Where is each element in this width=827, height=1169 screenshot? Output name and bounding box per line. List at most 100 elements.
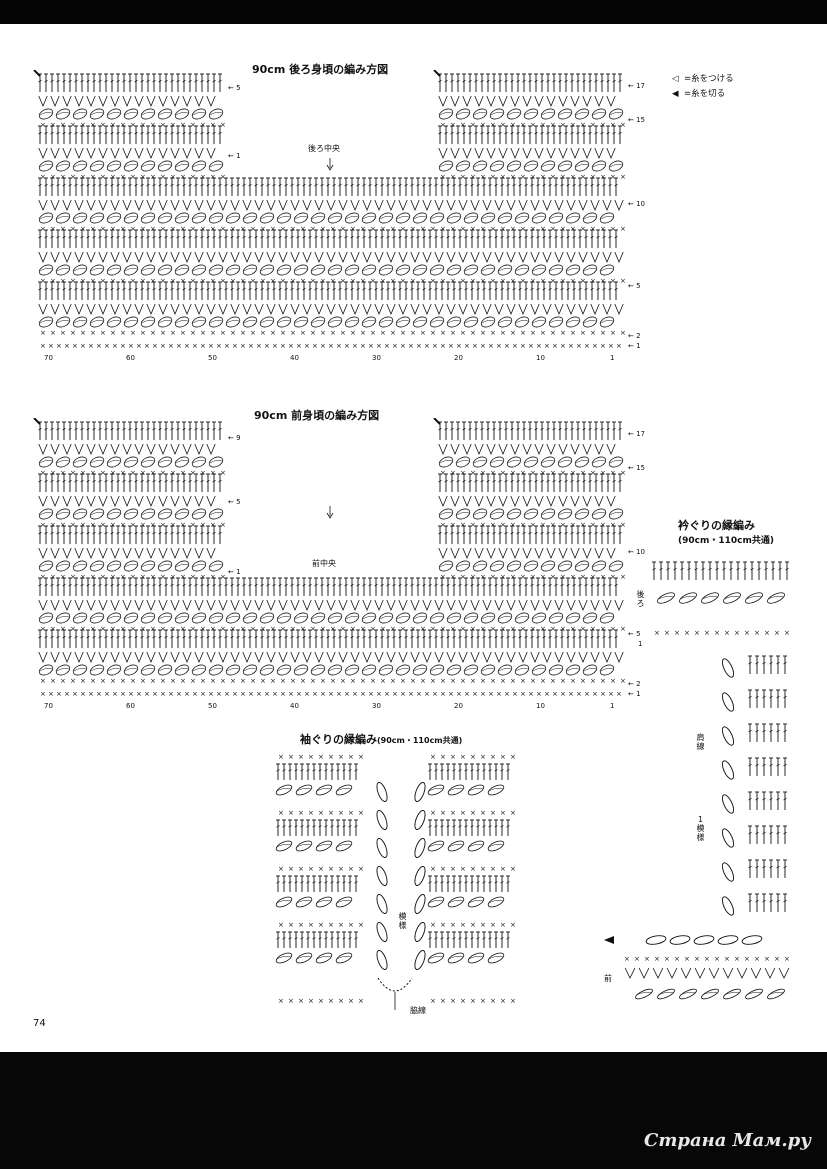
svg-text:×: × xyxy=(360,277,366,285)
svg-text:×: × xyxy=(318,753,324,761)
svg-text:×: × xyxy=(520,173,526,181)
svg-text:×: × xyxy=(210,329,216,337)
svg-text:×: × xyxy=(500,809,506,817)
svg-text:×: × xyxy=(430,921,436,929)
svg-text:×: × xyxy=(370,225,376,233)
svg-text:×: × xyxy=(724,955,730,963)
svg-text:×: × xyxy=(170,329,176,337)
svg-text:×: × xyxy=(280,625,286,633)
stitch-count-label: 30 xyxy=(372,702,381,710)
svg-text:×: × xyxy=(480,121,486,129)
svg-text:×: × xyxy=(40,573,46,581)
svg-text:×: × xyxy=(230,277,236,285)
svg-text:×: × xyxy=(110,121,116,129)
svg-text:×: × xyxy=(110,225,116,233)
svg-text:×: × xyxy=(370,677,376,685)
svg-text:×: × xyxy=(590,329,596,337)
svg-text:×: × xyxy=(350,225,356,233)
svg-text:×: × xyxy=(600,677,606,685)
svg-text:×: × xyxy=(580,677,586,685)
svg-text:×: × xyxy=(500,865,506,873)
svg-text:×: × xyxy=(430,997,436,1005)
svg-text:×: × xyxy=(220,173,226,181)
svg-text:×: × xyxy=(360,225,366,233)
svg-text:×: × xyxy=(348,997,354,1005)
svg-text:×: × xyxy=(580,469,586,477)
row-number-label: ← 2 xyxy=(628,680,641,688)
svg-text:×: × xyxy=(510,865,516,873)
svg-text:×: × xyxy=(470,521,476,529)
svg-text:×: × xyxy=(470,625,476,633)
svg-text:×: × xyxy=(60,625,66,633)
svg-text:×: × xyxy=(168,690,174,698)
svg-text:×: × xyxy=(328,921,334,929)
svg-text:×: × xyxy=(300,277,306,285)
svg-text:×: × xyxy=(338,921,344,929)
svg-text:×: × xyxy=(500,921,506,929)
svg-text:×: × xyxy=(480,625,486,633)
svg-text:×: × xyxy=(310,277,316,285)
svg-text:×: × xyxy=(600,521,606,529)
svg-text:×: × xyxy=(120,573,126,581)
svg-text:×: × xyxy=(460,921,466,929)
svg-text:×: × xyxy=(654,955,660,963)
svg-text:×: × xyxy=(208,690,214,698)
svg-text:×: × xyxy=(510,329,516,337)
svg-text:×: × xyxy=(590,677,596,685)
svg-text:×: × xyxy=(600,173,606,181)
svg-text:×: × xyxy=(440,329,446,337)
svg-text:×: × xyxy=(490,173,496,181)
svg-text:×: × xyxy=(480,865,486,873)
svg-text:×: × xyxy=(160,121,166,129)
svg-text:×: × xyxy=(298,997,304,1005)
legend-cut: ◀=糸を切る xyxy=(672,89,726,99)
svg-text:×: × xyxy=(140,521,146,529)
svg-text:×: × xyxy=(80,521,86,529)
svg-text:×: × xyxy=(200,690,206,698)
svg-text:×: × xyxy=(220,677,226,685)
svg-text:×: × xyxy=(520,625,526,633)
svg-text:×: × xyxy=(96,690,102,698)
svg-text:×: × xyxy=(460,121,466,129)
svg-text:×: × xyxy=(100,573,106,581)
svg-text:×: × xyxy=(120,173,126,181)
svg-text:×: × xyxy=(190,121,196,129)
svg-text:×: × xyxy=(220,277,226,285)
svg-text:×: × xyxy=(550,277,556,285)
svg-text:×: × xyxy=(160,173,166,181)
svg-text:×: × xyxy=(448,690,454,698)
svg-text:×: × xyxy=(230,677,236,685)
svg-text:×: × xyxy=(674,955,680,963)
svg-text:×: × xyxy=(424,342,430,350)
svg-text:×: × xyxy=(348,753,354,761)
svg-text:×: × xyxy=(610,469,616,477)
svg-text:×: × xyxy=(490,625,496,633)
svg-text:×: × xyxy=(510,573,516,581)
row-number-label: ← 1 xyxy=(228,568,241,576)
svg-text:×: × xyxy=(180,521,186,529)
stitch-count-label: 10 xyxy=(536,702,545,710)
svg-text:×: × xyxy=(72,690,78,698)
svg-text:×: × xyxy=(112,690,118,698)
row-number-label: ← 1 xyxy=(628,342,641,350)
svg-text:×: × xyxy=(50,121,56,129)
svg-text:×: × xyxy=(608,342,614,350)
neckline-stitches: ××××××××××××××××××××××××××××××× xyxy=(624,561,790,1000)
svg-text:×: × xyxy=(560,225,566,233)
svg-text:×: × xyxy=(350,625,356,633)
svg-text:×: × xyxy=(490,121,496,129)
svg-text:×: × xyxy=(480,521,486,529)
svg-text:×: × xyxy=(510,753,516,761)
neck-edging-subtitle: (90cm・110cm共通) xyxy=(678,536,774,546)
row-number-label: ← 9 xyxy=(228,434,241,442)
svg-text:×: × xyxy=(298,865,304,873)
svg-text:×: × xyxy=(510,625,516,633)
svg-text:×: × xyxy=(600,277,606,285)
svg-text:×: × xyxy=(288,809,294,817)
svg-text:×: × xyxy=(350,677,356,685)
svg-text:×: × xyxy=(318,921,324,929)
svg-text:×: × xyxy=(70,521,76,529)
legend-attach: ◁=糸をつける xyxy=(672,74,734,84)
svg-text:×: × xyxy=(60,225,66,233)
svg-text:×: × xyxy=(40,173,46,181)
